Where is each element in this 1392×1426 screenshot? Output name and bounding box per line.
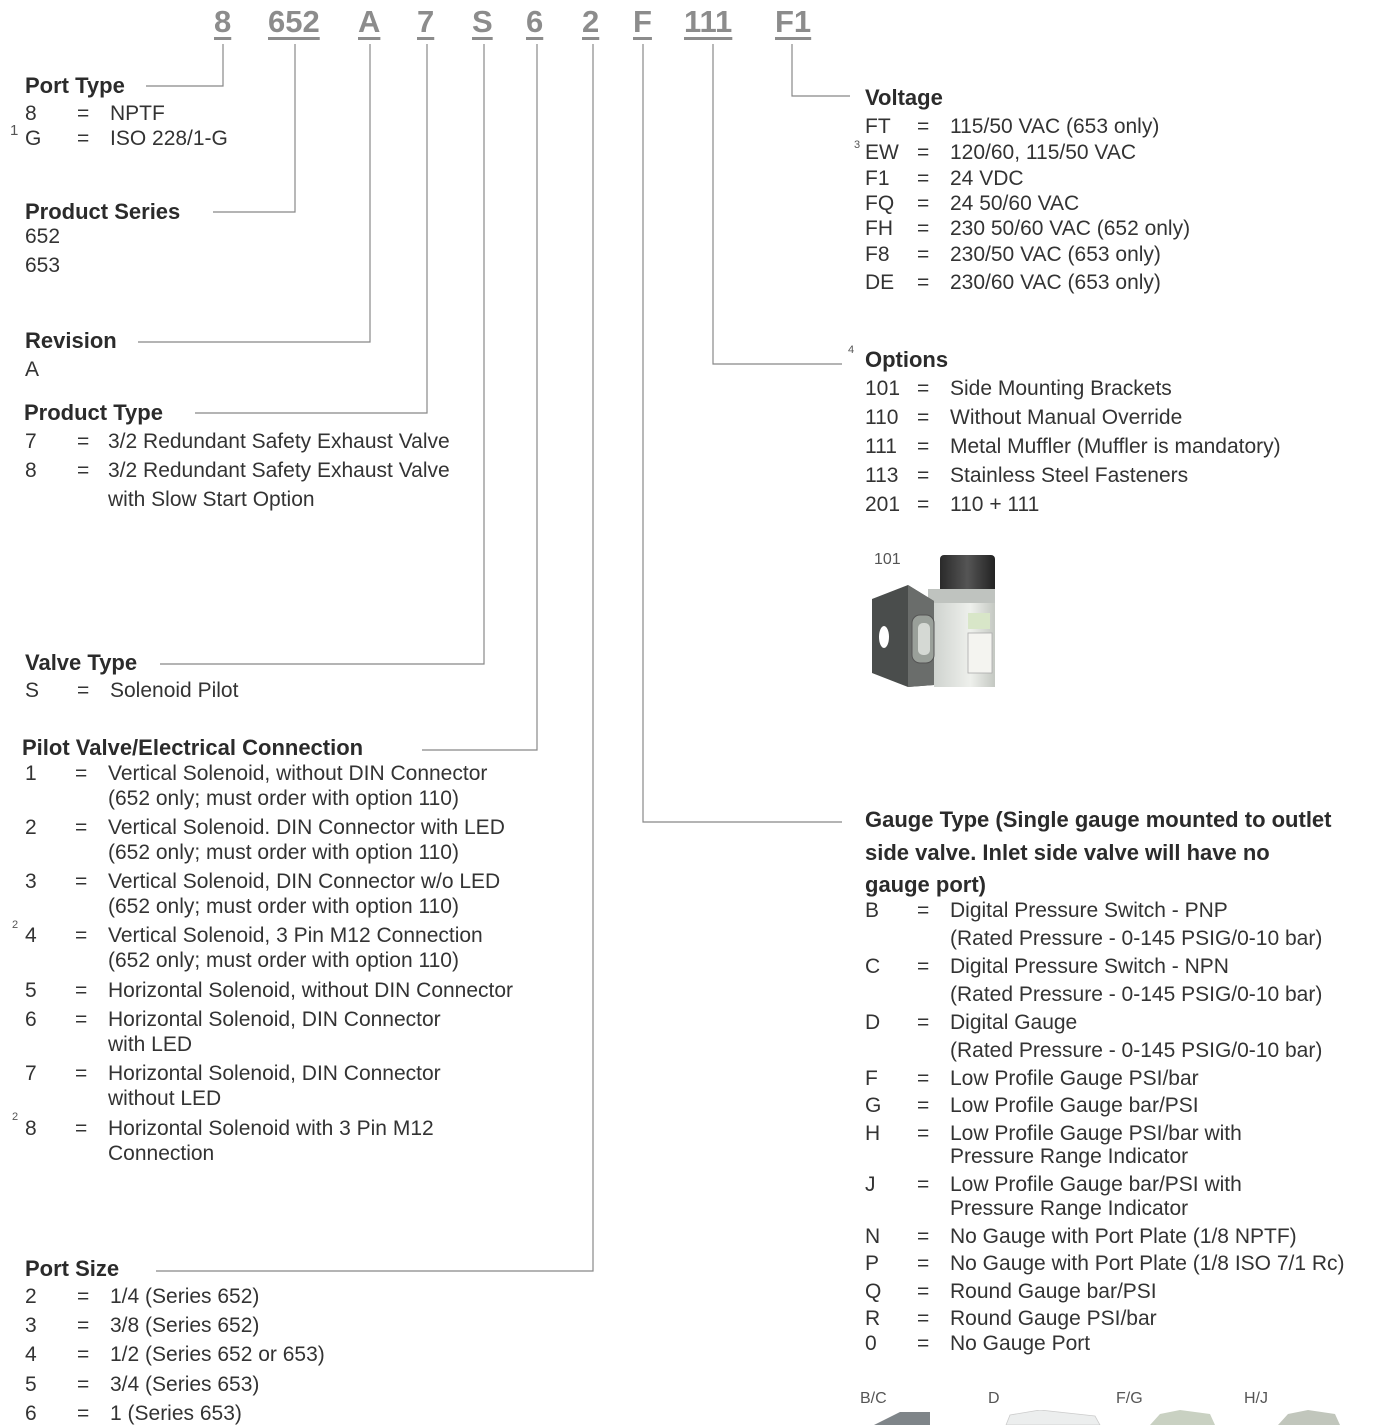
leader-voltage: [792, 44, 850, 96]
gauge-image-label: F/G: [1116, 1390, 1143, 1408]
gauge-type-row-continuation: (Rated Pressure - 0-145 PSIG/0-10 bar): [950, 1039, 1322, 1063]
gauge-type-heading: Gauge Type (Single gauge mounted to outl…: [865, 807, 1332, 833]
port-size-heading: Port Size: [25, 1256, 119, 1282]
leader-pilot-valve: [422, 44, 537, 750]
leader-port-type: [146, 44, 223, 86]
code-segment-voltage: F1: [775, 4, 811, 40]
gauge-image-label: H/J: [1244, 1390, 1268, 1408]
code-segment-product-type: 7: [417, 4, 434, 40]
code-segment-port-size: 2: [582, 4, 599, 40]
revision-value: A: [25, 358, 39, 382]
voltage-footnote: 3: [854, 139, 860, 151]
gauge-image-label: D: [988, 1390, 1000, 1408]
revision-heading: Revision: [25, 328, 117, 354]
gauge-type-heading: side valve. Inlet side valve will have n…: [865, 840, 1270, 866]
leader-gauge-type: [643, 44, 842, 822]
gauge-thumbnails-image: [860, 1410, 1360, 1425]
code-segment-gauge-type: F: [633, 4, 652, 40]
gauge-type-row-continuation: Pressure Range Indicator: [950, 1197, 1188, 1221]
leader-port-size: [156, 44, 593, 1271]
code-segment-revision: A: [358, 4, 380, 40]
pilot-valve-row-continuation: (652 only; must order with option 110): [108, 949, 459, 973]
gauge-type-row-continuation: Pressure Range Indicator: [950, 1145, 1188, 1169]
leader-product-type: [195, 44, 427, 413]
code-segment-valve-type: S: [472, 4, 493, 40]
pilot-valve-footnote: 2: [12, 1111, 18, 1123]
pilot-valve-footnote: 2: [12, 919, 18, 931]
valve-type-heading: Valve Type: [25, 650, 137, 676]
port-type-heading: Port Type: [25, 73, 125, 99]
leader-revision: [138, 44, 370, 342]
gauge-image-label: B/C: [860, 1390, 887, 1408]
pilot-valve-row-continuation: Connection: [108, 1142, 214, 1166]
code-segment-options: 111: [684, 4, 732, 40]
options-footnote: 4: [848, 344, 854, 356]
pilot-valve-row-continuation: with LED: [108, 1033, 192, 1057]
product-series-value: 652: [25, 225, 60, 249]
product-type-heading: Product Type: [24, 400, 163, 426]
gauge-type-heading: gauge port): [865, 872, 986, 898]
side-mounting-bracket-image: [868, 553, 998, 689]
gauge-type-row-continuation: (Rated Pressure - 0-145 PSIG/0-10 bar): [950, 927, 1322, 951]
code-segment-pilot-valve: 6: [526, 4, 543, 40]
pilot-valve-row-continuation: (652 only; must order with option 110): [108, 841, 459, 865]
pilot-valve-row-continuation: without LED: [108, 1087, 221, 1111]
options-heading: Options: [865, 347, 948, 373]
product-type-row-continuation: with Slow Start Option: [108, 488, 315, 512]
product-series-value: 653: [25, 254, 60, 278]
code-segment-product-series: 652: [268, 4, 320, 40]
gauge-type-row-continuation: (Rated Pressure - 0-145 PSIG/0-10 bar): [950, 983, 1322, 1007]
leader-options: [713, 44, 842, 364]
pilot-valve-row-continuation: (652 only; must order with option 110): [108, 895, 459, 919]
product-series-heading: Product Series: [25, 199, 180, 225]
code-segment-port-type: 8: [214, 4, 231, 40]
pilot-valve-row-continuation: (652 only; must order with option 110): [108, 787, 459, 811]
voltage-heading: Voltage: [865, 85, 943, 111]
pilot-valve-heading: Pilot Valve/Electrical Connection: [22, 735, 363, 761]
port-type-footnote: 1: [10, 122, 18, 139]
